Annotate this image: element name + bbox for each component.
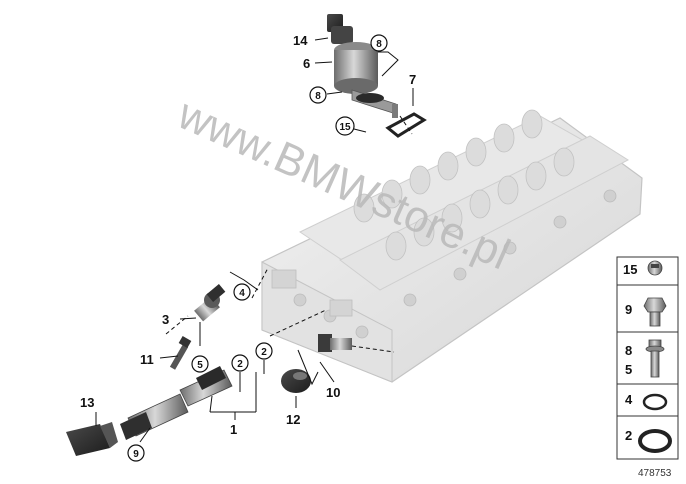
callout-12: 12 — [286, 412, 300, 427]
fastener-legend: 15 9 8 5 4 2 — [616, 256, 679, 460]
callout-1: 1 — [230, 422, 237, 437]
legend-label-5: 5 — [625, 362, 632, 377]
cylinder-head-illustration — [261, 109, 643, 383]
sensor-part — [194, 284, 226, 322]
screw-icon — [647, 260, 663, 276]
callout-6: 6 — [303, 56, 310, 71]
legend-label-2: 2 — [625, 428, 632, 443]
reference-number: 478753 — [638, 468, 672, 479]
leader-lines — [95, 37, 414, 443]
callout-8a: 8 — [376, 39, 382, 50]
callout-3: 3 — [162, 312, 169, 327]
callout-13: 13 — [80, 395, 94, 410]
callout-14: 14 — [293, 33, 308, 48]
flange-bolt-icon — [645, 339, 665, 378]
callout-7: 7 — [409, 72, 416, 87]
circled-callouts: 8 8 15 4 5 2 2 9 — [127, 34, 388, 462]
callout-2b: 2 — [261, 347, 267, 358]
callout-10: 10 — [326, 385, 340, 400]
callout-9: 9 — [133, 449, 139, 460]
central-valve-part — [120, 366, 233, 440]
callout-15: 15 — [339, 122, 351, 133]
callout-8b: 8 — [315, 91, 321, 102]
callout-5: 5 — [197, 360, 203, 371]
dashed-leader-lines — [165, 115, 413, 353]
legend-label-9: 9 — [625, 302, 632, 317]
cap-part — [281, 369, 311, 393]
o-ring-large-icon — [638, 429, 672, 453]
callout-11: 11 — [140, 352, 154, 367]
connector-part — [66, 422, 118, 456]
bolt-part — [169, 336, 192, 370]
sender-part — [318, 334, 352, 352]
solenoid-valve-part — [327, 14, 398, 118]
callout-2a: 2 — [237, 359, 243, 370]
legend-label-8: 8 — [625, 343, 632, 358]
hex-bolt-icon — [643, 297, 667, 327]
callout-4: 4 — [239, 288, 245, 299]
legend-label-4: 4 — [625, 392, 633, 407]
gasket-part — [385, 112, 427, 138]
o-ring-small-icon — [642, 393, 668, 411]
legend-label-15: 15 — [623, 262, 637, 277]
